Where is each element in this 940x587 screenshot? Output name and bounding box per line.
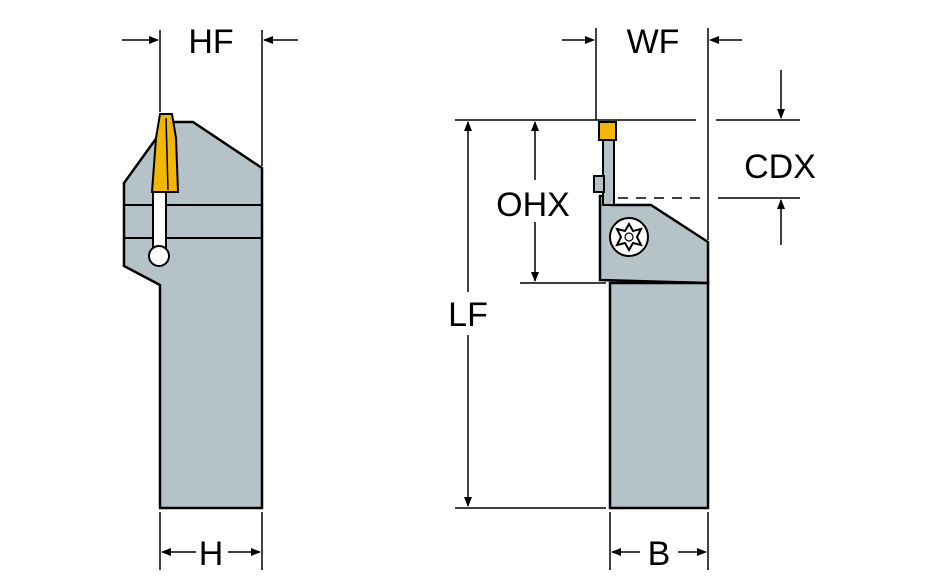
wf-label: WF: [627, 23, 680, 61]
torx-screw-icon: [609, 217, 649, 257]
front-view-shank: [608, 281, 710, 510]
side-view-body: [122, 120, 264, 510]
cdx-label: CDX: [744, 148, 816, 186]
side-view-spring-slot: [152, 190, 167, 248]
lf-label: LF: [448, 296, 488, 334]
front-view-clamp: [593, 175, 605, 193]
hf-label: HF: [188, 23, 233, 61]
side-view: HF H: [122, 23, 298, 573]
side-view-spring-hole: [148, 245, 170, 267]
front-view-blade: [602, 139, 615, 206]
ohx-label: OHX: [496, 186, 570, 224]
side-view-spring-slot-fill: [154, 190, 165, 248]
h-label: H: [199, 535, 224, 573]
b-label: B: [648, 535, 671, 573]
side-view-insert-edge: [165, 117, 169, 191]
side-view-insert: [150, 113, 180, 193]
front-view: WF CDX OHX LF B: [448, 23, 816, 573]
front-view-insert: [598, 121, 617, 141]
